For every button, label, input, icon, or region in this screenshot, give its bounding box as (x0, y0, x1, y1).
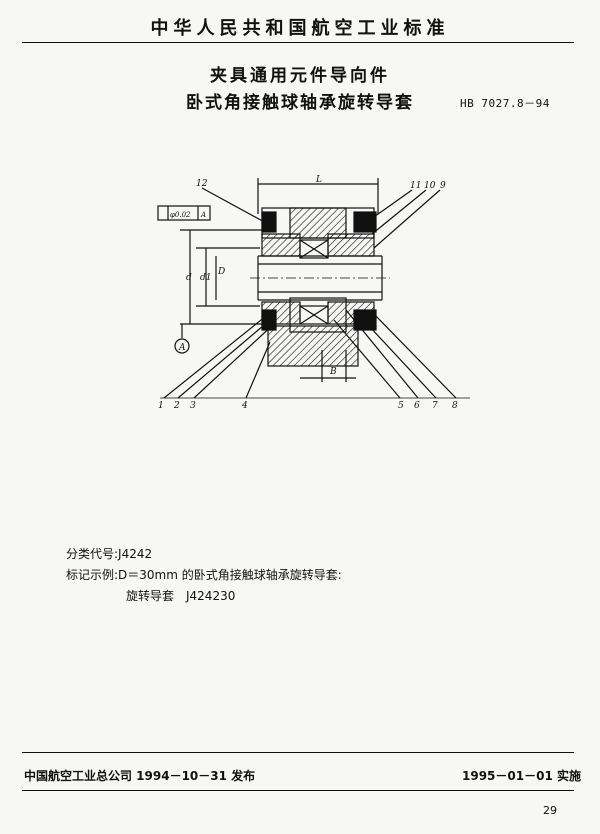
header-divider (22, 42, 574, 43)
label-d1: d1 (200, 273, 212, 283)
page-number: 29 (543, 804, 557, 817)
label-L: L (315, 175, 322, 185)
part-num-3: 3 (190, 401, 196, 410)
part-num-11: 11 (410, 181, 421, 191)
part-num-2: 2 (173, 401, 180, 410)
part-num-8: 8 (452, 401, 458, 410)
housing-lower-hatch (267, 325, 359, 367)
label-datum: A (178, 343, 186, 353)
footer-bottom-divider (22, 790, 574, 791)
label-d: d (186, 273, 192, 283)
document-title-line2: 卧式角接触球轴承旋转导套 (186, 93, 414, 113)
part-num-5: 5 (398, 401, 404, 410)
part-num-1: 1 (158, 401, 164, 410)
nut-right-upper (353, 211, 377, 233)
part-num-9: 9 (440, 181, 446, 191)
label-B: B (329, 367, 337, 377)
effective-date: 1995－01－01 实施 (462, 769, 581, 783)
document-title-line1: 夹具通用元件导向件 (210, 66, 390, 86)
part-num-7: 7 (432, 401, 438, 410)
footer-divider (22, 752, 574, 753)
part-num-4: 4 (241, 401, 248, 410)
part-num-12: 12 (196, 179, 208, 189)
standard-code: HB 7027.8－94 (460, 97, 550, 110)
label-D: D (217, 267, 225, 277)
technical-drawing: L d d1 D B A φ0.02 A 12 11 10 9 1 2 3 4 … (157, 175, 470, 410)
classification-code: 分类代号:J4242 (66, 547, 153, 561)
nut-left-upper (261, 211, 277, 233)
part-num-6: 6 (414, 401, 420, 410)
datum-circle (174, 338, 190, 354)
tolerance-value: φ0.02 (170, 211, 191, 219)
part-num-10: 10 (424, 181, 436, 191)
tolerance-frame (157, 205, 211, 221)
issue-date: 中国航空工业总公司 1994－10－31 发布 (24, 769, 256, 783)
marking-value: 旋转导套 J424230 (126, 589, 236, 603)
marking-example: 标记示例:D＝30mm 的卧式角接触球轴承旋转导套: (66, 568, 342, 582)
tolerance-datum: A (200, 211, 206, 219)
housing-upper-hatch (289, 207, 347, 239)
standard-organization: 中华人民共和国航空工业标准 (150, 18, 450, 39)
